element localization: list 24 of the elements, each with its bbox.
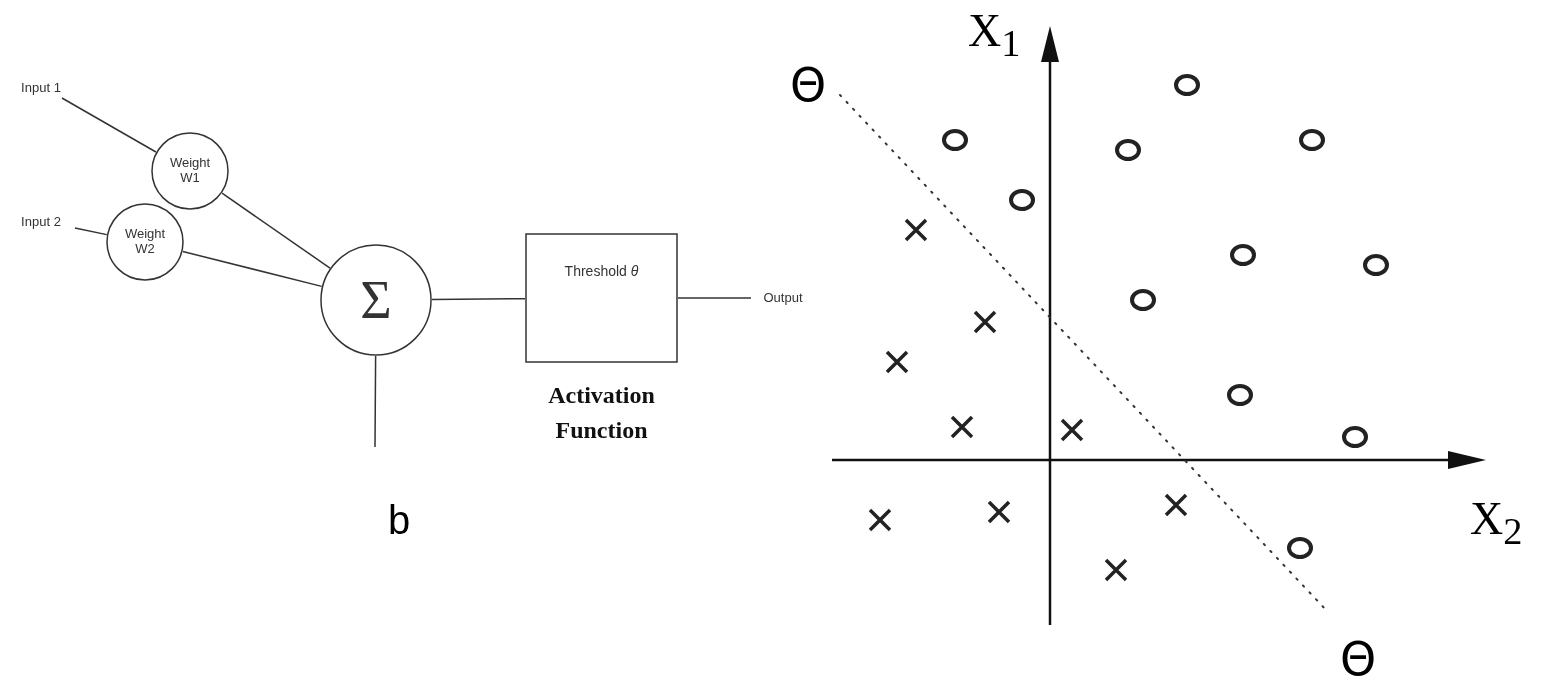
- boundary-label: Θ: [790, 62, 827, 108]
- summation-circle: [320, 244, 432, 356]
- caption-text: Activation Function: [547, 381, 656, 445]
- weight-circle: [106, 203, 184, 281]
- connector-line: [221, 192, 331, 269]
- node-text: Input 1: [21, 80, 61, 96]
- node-text: Weight W1: [168, 156, 212, 186]
- connector-line: [677, 297, 752, 299]
- boundary-label: Θ: [1340, 636, 1377, 682]
- activation-box: [525, 233, 678, 363]
- axis-label: X$_{2}$: [1470, 496, 1523, 551]
- connector-line: [182, 250, 323, 288]
- node-text: Σ: [360, 268, 392, 332]
- node-text: Input 2: [21, 214, 61, 230]
- node-text: Output: [763, 290, 803, 306]
- panel-letter: b: [388, 500, 411, 540]
- connector-line: [61, 97, 157, 153]
- weight-circle: [151, 132, 229, 210]
- connector-line: [431, 297, 526, 301]
- node-text: Threshold θ: [564, 263, 639, 280]
- connector-line: [374, 355, 377, 448]
- axis-label: X$_{1}$: [968, 8, 1021, 63]
- connector-line: [74, 227, 108, 236]
- node-text: Weight W2: [123, 227, 167, 257]
